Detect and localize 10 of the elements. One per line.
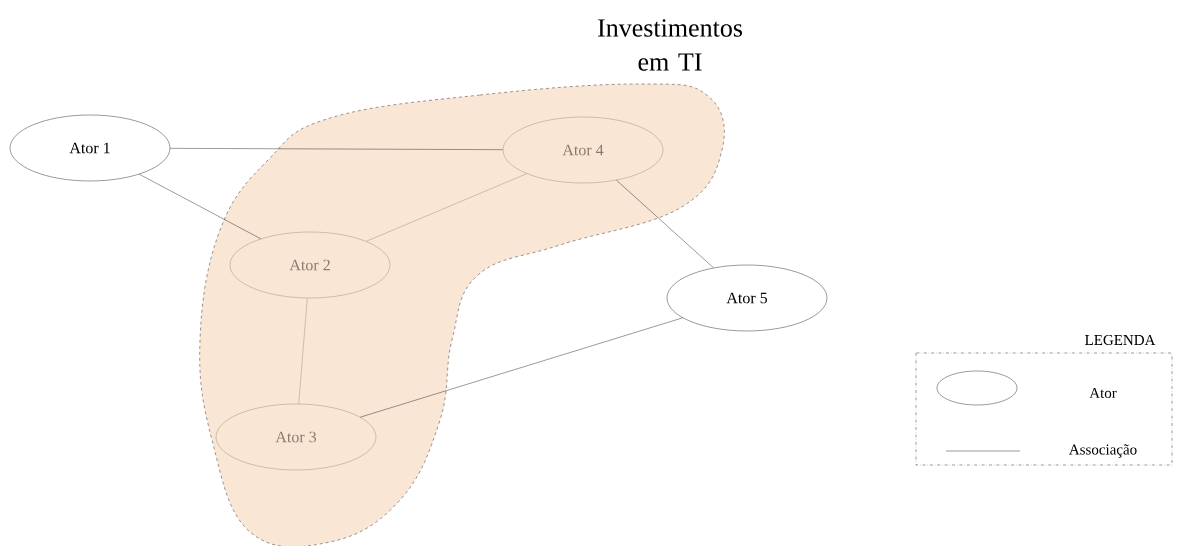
association-line [366,173,527,242]
association-line [298,298,308,404]
region-title: Investimentos em TI [598,19,742,71]
legend-text: Associação [1069,444,1137,458]
legend-title: LEGENDA [1085,334,1156,346]
legend-text: Ator [1089,388,1117,398]
association-line [170,148,503,150]
association-line [360,317,683,418]
association-line [616,179,714,268]
association-line [139,174,261,239]
